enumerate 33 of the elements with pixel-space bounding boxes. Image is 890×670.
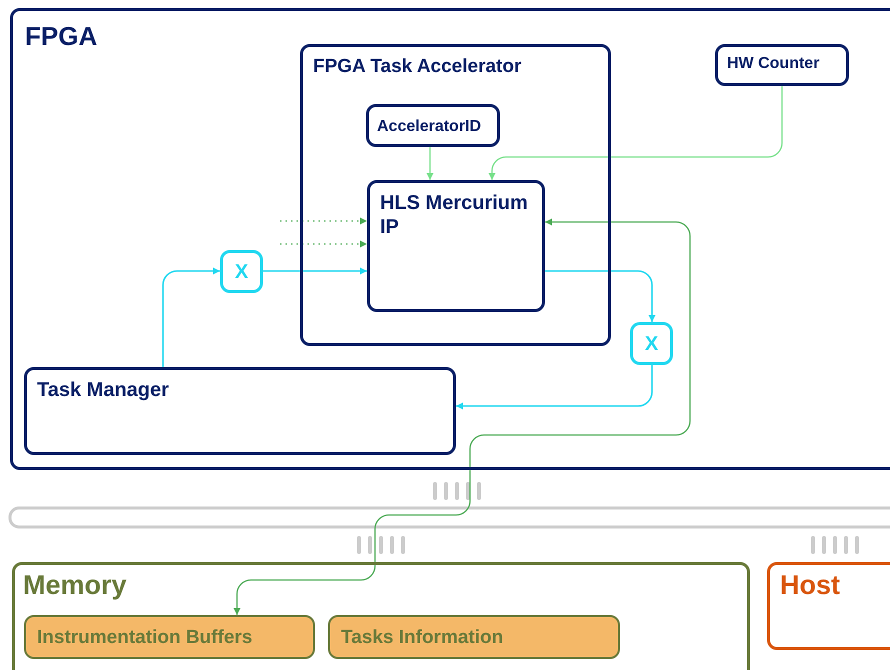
buffer-box (24, 615, 315, 659)
node-label: AcceleratorID (377, 117, 482, 136)
multiplexer-box (220, 250, 263, 293)
memory-block (12, 562, 750, 670)
node-label: FPGA Task Accelerator (313, 56, 522, 79)
node-label: Tasks Information (341, 627, 504, 650)
node-label: Task Manager (37, 378, 170, 402)
arrow (234, 218, 691, 615)
node-label: HLS Mercurium IP (380, 191, 529, 239)
arrow (162, 268, 220, 367)
dotted-arrow (280, 240, 367, 248)
id-box (366, 104, 500, 147)
node-symbol: X (234, 260, 250, 284)
node-label: Host (780, 569, 841, 602)
manager-box (24, 367, 456, 455)
arrow (456, 365, 653, 410)
arrow (263, 268, 367, 274)
node-label: HW Counter (727, 54, 820, 74)
accelerator-box (300, 44, 611, 346)
node-label: Instrumentation Buffers (37, 627, 254, 650)
fpga-block (10, 8, 890, 470)
arrow (488, 86, 783, 180)
arrow (426, 147, 434, 180)
node-label: Memory (23, 569, 128, 602)
node-symbol: X (644, 332, 660, 356)
node-label: FPGA (25, 21, 98, 52)
ip-core-box (367, 180, 545, 312)
counter-box (715, 44, 849, 86)
host-block (767, 562, 890, 650)
buffer-box (328, 615, 620, 659)
arrow (545, 270, 656, 322)
multiplexer-box (630, 322, 673, 365)
dotted-arrow (280, 218, 367, 224)
